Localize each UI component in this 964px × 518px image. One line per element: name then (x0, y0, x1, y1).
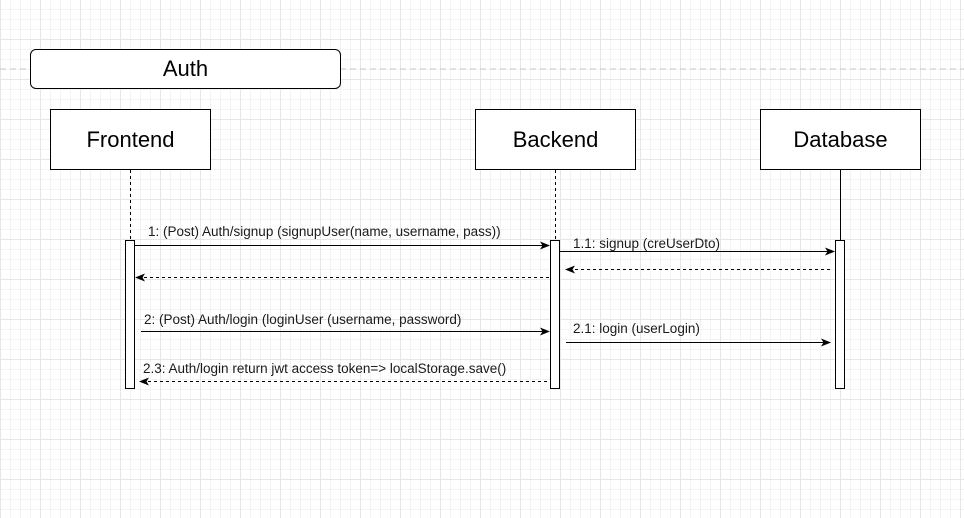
message-label-1[interactable]: 1: (Post) Auth/signup (signupUser(name, … (148, 224, 501, 239)
participant-database-label: Database (793, 126, 888, 152)
message-label-1-1[interactable]: 1.1: signup (creUserDto) (573, 236, 721, 251)
participant-database[interactable]: Database (760, 109, 921, 170)
message-label-2-3[interactable]: 2.3: Auth/login return jwt access token=… (143, 361, 507, 376)
participant-frontend-label: Frontend (86, 126, 175, 152)
message-label-2[interactable]: 2: (Post) Auth/login (loginUser (usernam… (144, 312, 462, 327)
frame-title: Auth (162, 56, 209, 81)
participant-frontend[interactable]: Frontend (50, 109, 211, 170)
participant-backend[interactable]: Backend (475, 109, 636, 170)
database-activation-bar (835, 240, 845, 389)
frame-title-box[interactable]: Auth (30, 49, 341, 89)
participant-backend-label: Backend (512, 126, 599, 152)
backend-activation-bar (550, 240, 560, 389)
message-label-2-1[interactable]: 2.1: login (userLogin) (573, 321, 700, 336)
frontend-activation-bar (125, 240, 135, 389)
